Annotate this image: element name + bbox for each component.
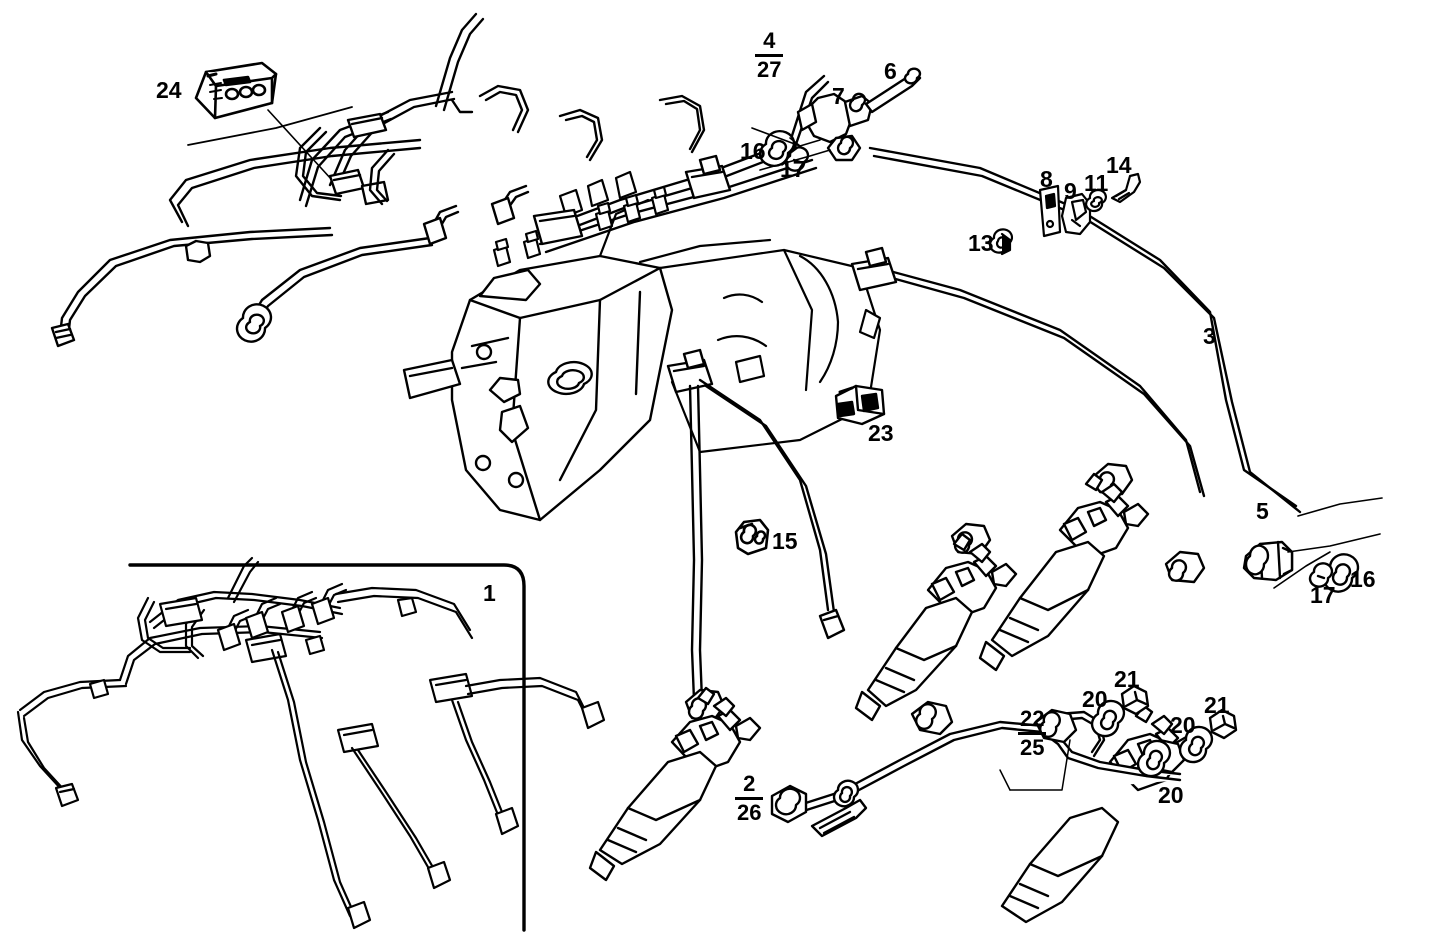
fuel-pipe-bundle-upper (294, 12, 706, 208)
fraction-bar (735, 797, 764, 801)
rail-clamps (532, 154, 898, 394)
injector-assembly-right-1 (854, 522, 1018, 722)
callout-13: 13 (968, 230, 994, 256)
callout-22-25-numerator: 22 (1020, 706, 1045, 731)
callout-8: 8 (1040, 166, 1053, 192)
injection-pump-body (402, 254, 674, 522)
callout-22-25-denominator: 25 (1020, 735, 1045, 761)
callout-16-right: 16 (1350, 566, 1376, 592)
pump-top-fittings (492, 170, 670, 268)
small-parts-cluster (988, 172, 1142, 256)
callout-3: 3 (1203, 323, 1216, 349)
component-15-sleeve-nut (734, 518, 770, 556)
callout-20-a: 20 (1082, 686, 1108, 712)
leak-off-return-line (770, 700, 1186, 838)
callout-4-27-denominator: 27 (757, 57, 782, 83)
callout-7: 7 (832, 83, 845, 109)
callout-20-c: 20 (1158, 782, 1184, 808)
callout-2-26: 2 26 (735, 771, 764, 826)
callout-23: 23 (868, 420, 894, 446)
callout-24: 24 (156, 77, 182, 103)
component-24-control-unit (194, 61, 278, 120)
inset-line-set (16, 556, 606, 932)
callout-21-a: 21 (1114, 666, 1140, 692)
callout-1-inset: 1 (483, 580, 496, 606)
injector-line-stubs (422, 184, 530, 246)
callout-5: 5 (1256, 498, 1269, 524)
callout-6: 6 (884, 58, 897, 84)
washers-and-nuts-20-21 (1090, 684, 1238, 778)
component-23-clamp (834, 384, 886, 426)
callout-17-upper: 17 (780, 156, 806, 182)
center-injector-line (688, 378, 846, 702)
fuel-rail-long-lines (538, 67, 1302, 514)
callout-17-right: 17 (1310, 582, 1336, 608)
engine-block-context (598, 198, 882, 454)
injector-assembly-center (588, 686, 762, 882)
callout-2-26-numerator: 2 (743, 771, 756, 796)
fraction-bar (1018, 732, 1047, 736)
callout-21-b: 21 (1204, 692, 1230, 718)
fraction-bar (755, 54, 784, 58)
fuel-lines-left (50, 138, 434, 348)
callout-2-26-denominator: 26 (737, 800, 762, 826)
connector-5-group (1242, 497, 1383, 593)
callout-22-25: 22 25 (1018, 706, 1047, 761)
injector-assembly-right-2 (978, 462, 1150, 672)
callout-20-b: 20 (1170, 712, 1196, 738)
callout-9: 9 (1064, 178, 1077, 204)
callout-4-27-numerator: 4 (763, 28, 776, 53)
callout-15: 15 (772, 528, 798, 554)
callout-16-upper: 16 (740, 138, 766, 164)
callout-11: 11 (1084, 170, 1109, 196)
callout-14: 14 (1106, 152, 1132, 178)
callout-4-27: 4 27 (755, 28, 784, 83)
